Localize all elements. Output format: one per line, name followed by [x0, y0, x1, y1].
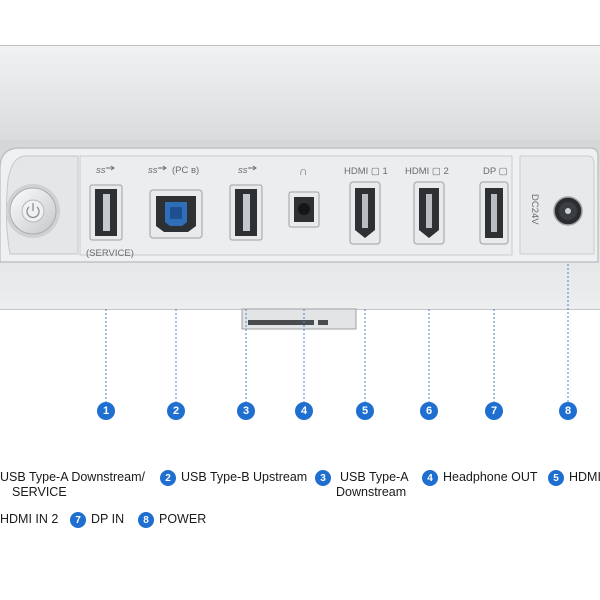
usb-a-port-1[interactable] [89, 184, 123, 241]
usb-logo-1-icon: ss [96, 165, 115, 176]
callout-3: 3 [237, 402, 255, 420]
legend-badge-3: 3 [315, 470, 331, 486]
port-label-7: DP ▢ [483, 166, 508, 177]
legend-item-1-line-1: USB Type-A Downstream/ [0, 470, 145, 484]
legend-item-1: USB Type-A Downstream/ SERVICE [0, 470, 145, 500]
svg-text:ss: ss [238, 165, 248, 176]
svg-text:ss: ss [148, 165, 158, 176]
port-legend: USB Type-A Downstream/ SERVICE 2 USB Typ… [0, 470, 600, 540]
legend-item-7-line-1: DP IN [91, 512, 125, 526]
usb-a-port-3[interactable] [229, 184, 263, 241]
legend-item-6: HDMI IN 2 [0, 512, 58, 527]
legend-item-7: 7 DP IN [70, 512, 124, 528]
legend-badge-4: 4 [422, 470, 438, 486]
hdmi-port-5[interactable] [349, 181, 381, 245]
callout-leader-lines [105, 264, 569, 402]
legend-item-5-line-1: HDMI [569, 470, 600, 484]
stand-connector [241, 308, 357, 330]
port-sub-label-1: (SERVICE) [86, 248, 134, 259]
legend-item-8-line-1: POWER [159, 512, 207, 526]
displayport-port-7[interactable] [479, 181, 509, 245]
legend-item-1-line-2: SERVICE [12, 485, 67, 499]
callout-7: 7 [485, 402, 503, 420]
monitor-housing-top [0, 45, 600, 145]
callout-2: 2 [167, 402, 185, 420]
callout-8: 8 [559, 402, 577, 420]
port-label-2: (PC ʙ) [172, 165, 199, 176]
legend-item-5: 5 HDMI [548, 470, 600, 486]
legend-badge-5: 5 [548, 470, 564, 486]
legend-badge-8: 8 [138, 512, 154, 528]
legend-item-8: 8 POWER [138, 512, 206, 528]
hdmi-port-6[interactable] [413, 181, 445, 245]
port-label-8: DC24V [529, 194, 540, 225]
legend-item-2: 2 USB Type-B Upstream [160, 470, 307, 486]
joystick-button[interactable] [6, 184, 60, 238]
legend-item-2-line-1: USB Type-B Upstream [181, 470, 308, 484]
usb-b-port-2[interactable] [149, 189, 203, 239]
callout-5: 5 [356, 402, 374, 420]
dc-power-port-8[interactable] [553, 196, 583, 226]
usb-logo-3-icon: ss [238, 165, 257, 176]
callout-1: 1 [97, 402, 115, 420]
callout-6: 6 [420, 402, 438, 420]
legend-item-3: 3 USB Type-A Downstream [315, 470, 409, 500]
usb-logo-2-icon: ss [148, 165, 167, 176]
legend-badge-7: 7 [70, 512, 86, 528]
svg-text:ss: ss [96, 165, 106, 176]
legend-item-3-line-1: USB Type-A [340, 470, 409, 484]
port-label-5: HDMI ▢ 1 [344, 166, 388, 177]
legend-item-3-line-2: Downstream [336, 485, 407, 499]
legend-item-4-line-1: Headphone OUT [443, 470, 538, 484]
legend-badge-2: 2 [160, 470, 176, 486]
headphone-symbol-icon: ∩ [299, 164, 308, 178]
callout-4: 4 [295, 402, 313, 420]
legend-item-6-line-1: HDMI IN 2 [0, 512, 59, 526]
legend-item-4: 4 Headphone OUT [422, 470, 538, 486]
port-label-6: HDMI ▢ 2 [405, 166, 449, 177]
headphone-jack-port-4[interactable] [288, 191, 320, 228]
